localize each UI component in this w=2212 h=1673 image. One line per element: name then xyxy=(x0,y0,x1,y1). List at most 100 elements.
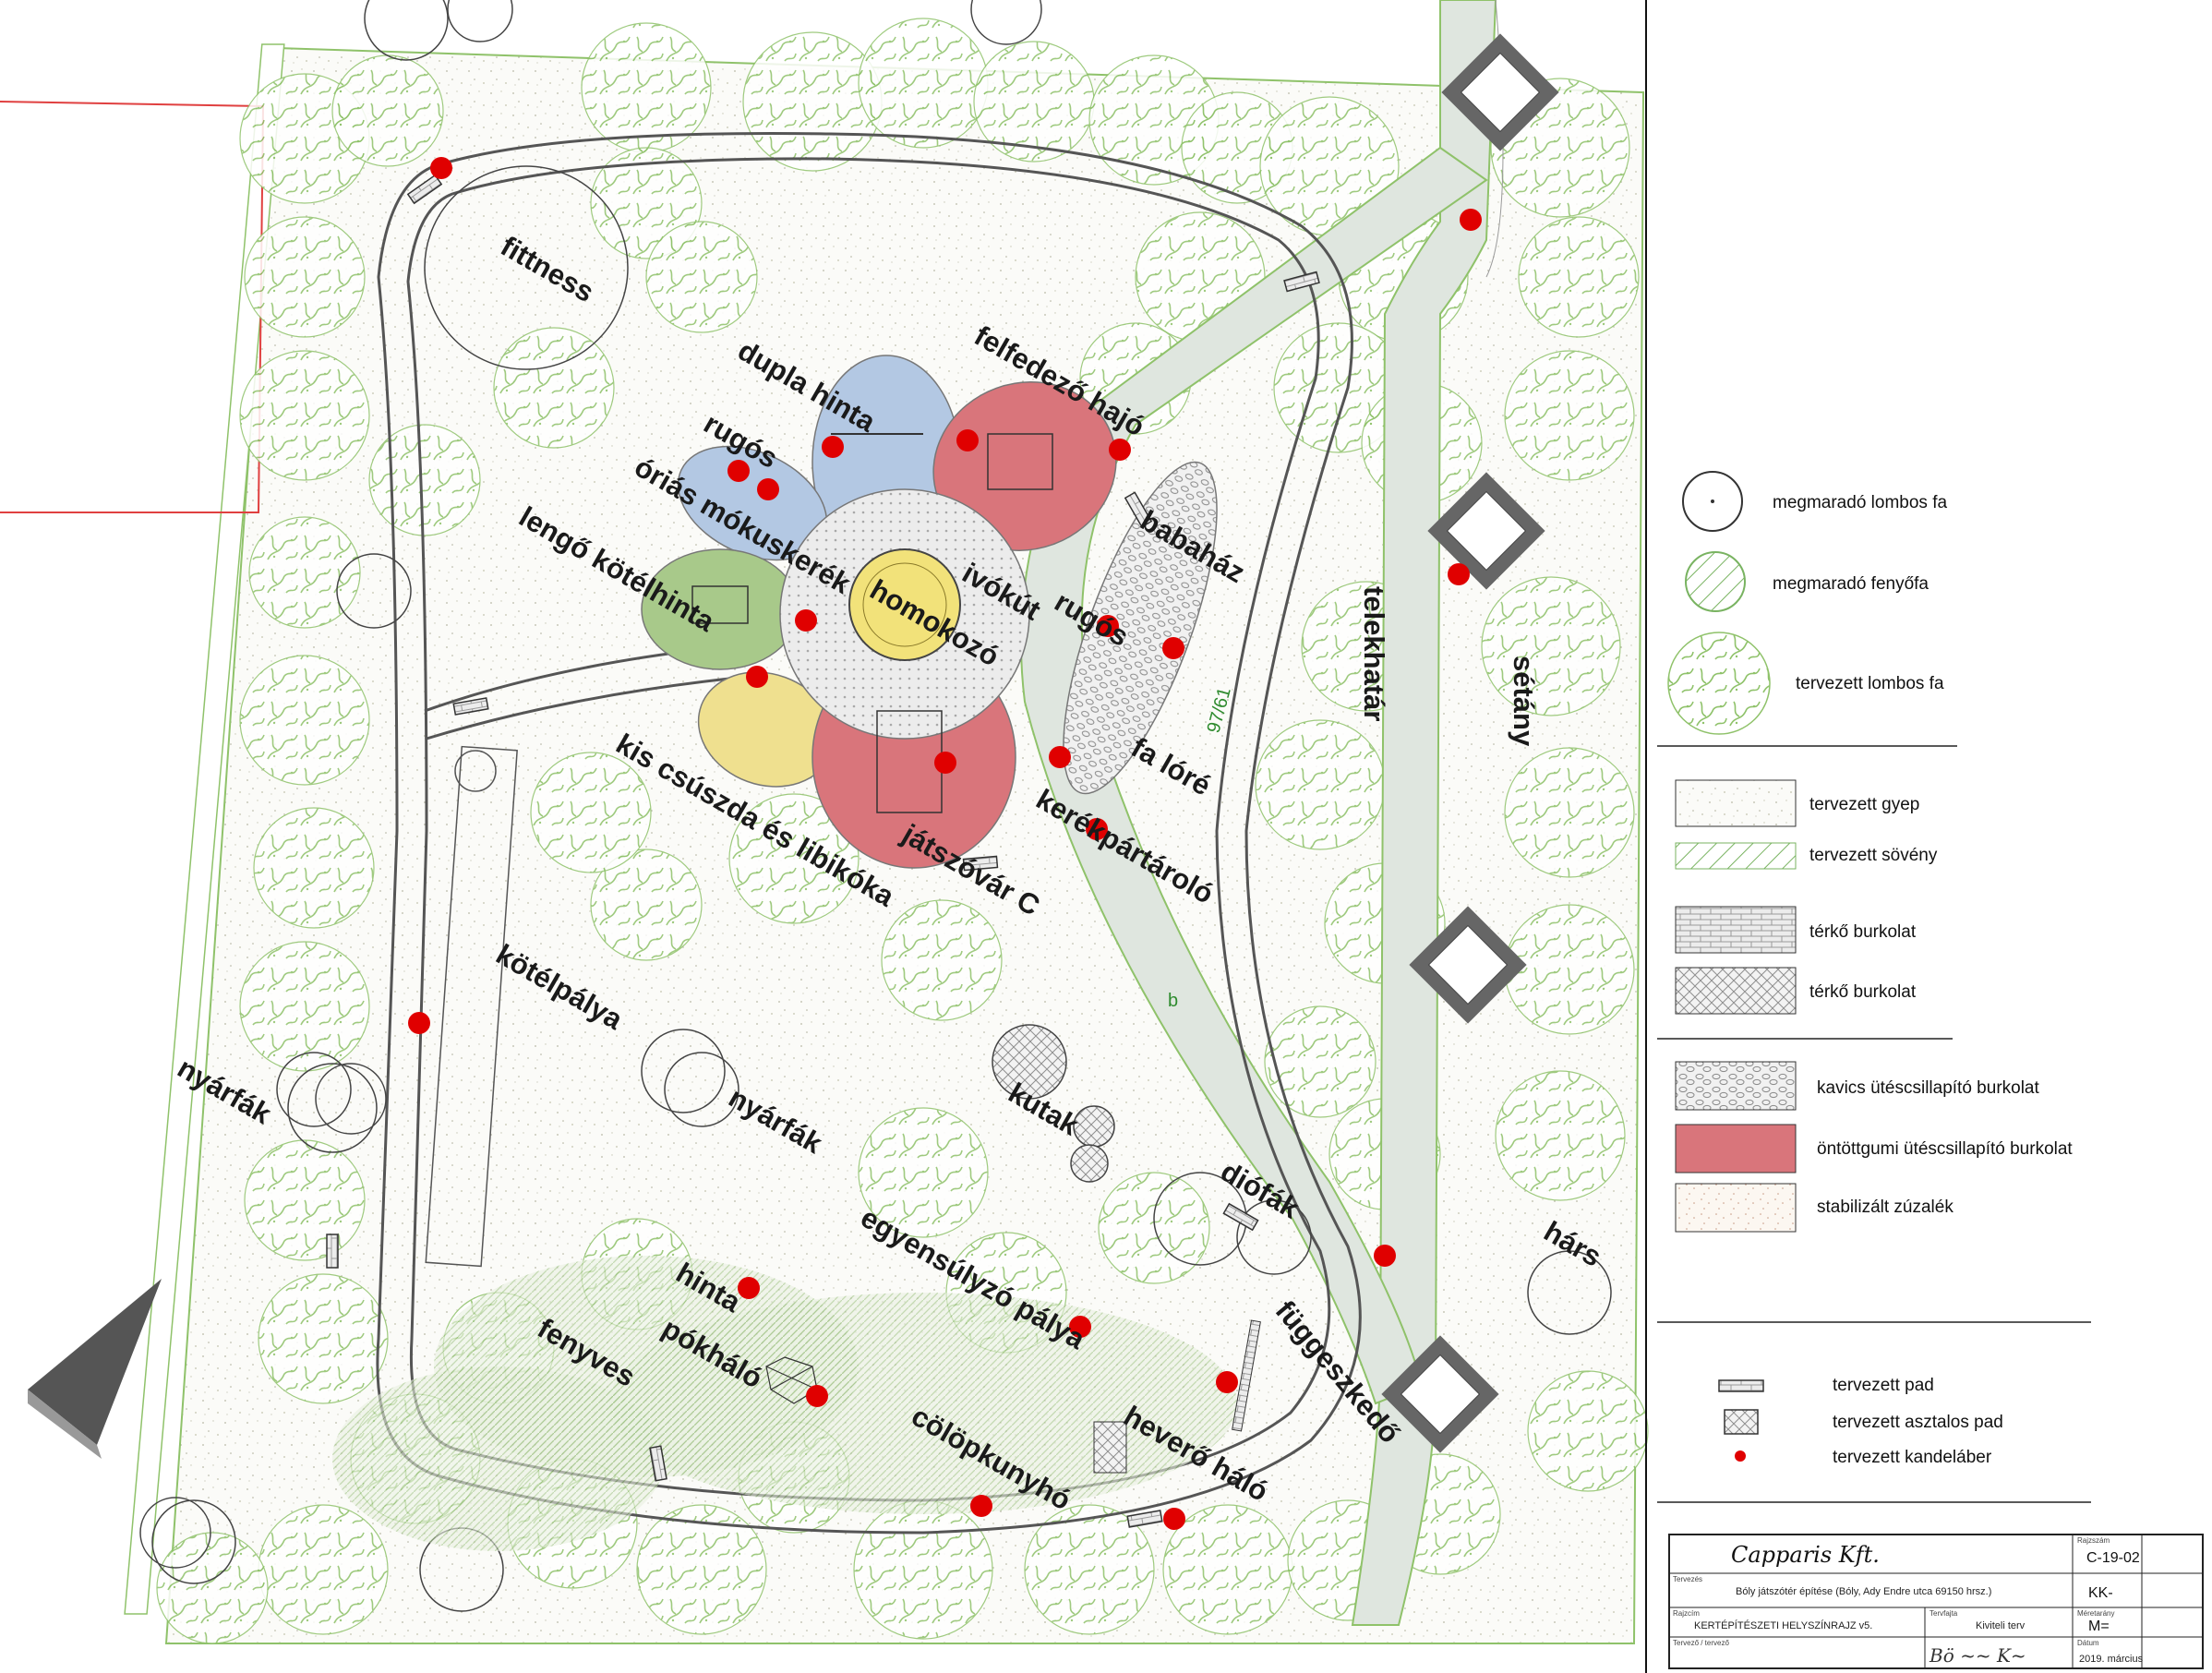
lamp-post-icon xyxy=(1216,1371,1238,1393)
legend-surface-lawn: tervezett gyep xyxy=(1675,779,1919,827)
bench-icon xyxy=(1126,1510,1163,1528)
planned-tree-icon xyxy=(1504,904,1635,1035)
planned-deciduous-tree-icon xyxy=(1667,632,1771,735)
planned-tree-icon xyxy=(368,424,481,536)
poplar-group-center xyxy=(641,1029,739,1127)
linden xyxy=(1527,1250,1612,1335)
lamp-post-icon xyxy=(408,1012,430,1034)
planned-tree-icon xyxy=(331,54,444,167)
legend-label: tervezett gyep xyxy=(1809,795,1919,814)
existing-conifer-icon xyxy=(1685,551,1746,612)
lamp-post-icon xyxy=(1109,439,1131,461)
letter-b: b xyxy=(1168,991,1178,1011)
lamp-posts xyxy=(408,157,1482,1530)
planned-tree-icon xyxy=(1264,1005,1376,1118)
existing-trees xyxy=(139,0,1612,1612)
project-name: Bóly játszótér építése (Bóly, Ady Endre … xyxy=(1736,1586,1991,1597)
planned-tree-icon xyxy=(858,18,989,149)
planned-tree-icon xyxy=(1504,350,1635,481)
lamp-post-icon xyxy=(970,1495,992,1517)
bench-icon xyxy=(1222,1202,1259,1232)
lamp-post-icon xyxy=(1069,1316,1091,1338)
field-label-datum: Dátum xyxy=(2077,1639,2099,1647)
legend-bench: tervezett pad xyxy=(1718,1376,1934,1395)
planned-tree-icon xyxy=(244,1139,366,1261)
planned-tree-icon xyxy=(853,1499,993,1640)
legend-surface-rubber: öntöttgumi ütéscsillapító burkolat xyxy=(1675,1124,2073,1174)
bench-icon xyxy=(649,1445,667,1482)
sandpit xyxy=(848,548,961,661)
lamp-post-icon xyxy=(727,460,750,482)
legend-label: kavics ütéscsillapító burkolat xyxy=(1817,1078,2039,1098)
field-label-rajzszam: Rajzszám xyxy=(2077,1536,2110,1545)
lamp-post-icon xyxy=(1735,1450,1746,1462)
lamp-post-icon xyxy=(1049,746,1071,768)
legend-label: tervezett lombos fa xyxy=(1796,674,1944,693)
play-zones xyxy=(641,355,1218,869)
label-telekhatar: telekhatár xyxy=(1358,586,1390,721)
planned-tree-icon xyxy=(645,221,758,333)
field-label-meretarany: Méretarány xyxy=(2077,1609,2114,1618)
lamp-post-icon xyxy=(806,1385,828,1407)
legend-label: tervezett sövény xyxy=(1809,846,1938,865)
lamp-post-icon xyxy=(1448,563,1470,585)
brick-paving-swatch xyxy=(1675,906,1797,954)
rubber-swatch xyxy=(1675,1124,1797,1174)
legend-label: tervezett pad xyxy=(1833,1376,1934,1395)
bench-icon xyxy=(1718,1379,1764,1392)
lamp-post-icon xyxy=(1086,818,1108,840)
hanging-bar xyxy=(1232,1319,1261,1432)
ship-equipment xyxy=(987,433,1053,490)
legend-label: megmaradó lombos fa xyxy=(1773,493,1947,512)
lawn-swatch xyxy=(1675,779,1797,827)
poplar-group-left xyxy=(276,1052,387,1153)
bench-icon xyxy=(1283,271,1320,293)
lamp-post-icon xyxy=(1374,1245,1396,1267)
legend-surface-brick: térkő burkolat xyxy=(1675,906,1917,954)
crosshatch-paving-swatch xyxy=(1675,967,1797,1015)
drawing-title: KERTÉPÍTÉSZETI HELYSZÍNRAJZ v5. xyxy=(1694,1619,1872,1631)
legend-label: térkő burkolat xyxy=(1809,982,1917,1002)
hedge-swatch xyxy=(1675,842,1797,870)
bench-icon xyxy=(1124,491,1153,528)
planned-tree-icon xyxy=(1504,747,1635,878)
existing-deciduous-tree-icon xyxy=(1682,471,1743,532)
field-label-tervezo: Tervező / tervező xyxy=(1673,1639,1729,1647)
legend-existing-conifer: megmaradó fenyőfa xyxy=(1685,551,1929,612)
lower-play-area xyxy=(332,1256,1261,1551)
legend-surface-crosshatch: térkő burkolat xyxy=(1675,967,1917,1015)
legend-surface-hedge: tervezett sövény xyxy=(1675,842,1938,870)
date-value: 2019. március xyxy=(2079,1654,2144,1665)
lamp-post-icon xyxy=(1162,637,1184,659)
benches xyxy=(326,174,1320,1528)
planned-tree-icon xyxy=(239,941,370,1072)
sheet-code: KK- xyxy=(2088,1585,2113,1601)
title-block-frame xyxy=(1668,1534,2204,1669)
sandpit-inner xyxy=(862,562,947,647)
swing-frame xyxy=(691,585,749,624)
planned-tree-icon xyxy=(1495,1070,1626,1201)
lamp-post-icon xyxy=(1097,615,1119,637)
planned-tree-icon xyxy=(253,807,375,929)
planned-tree-icon xyxy=(239,350,370,481)
planned-tree-icon xyxy=(239,655,370,786)
lamp-post-icon xyxy=(956,429,979,451)
field-label-rajz-cim: Rajzcím xyxy=(1673,1609,1700,1618)
lamp-post-icon xyxy=(738,1277,760,1299)
planned-tree-icon xyxy=(1024,1504,1155,1635)
lamp-post-icon xyxy=(1163,1508,1185,1530)
legend-surface-crushed: stabilizált zúzalék xyxy=(1675,1183,1954,1233)
planned-tree-icon xyxy=(258,1504,389,1635)
planned-tree-icon xyxy=(728,793,860,924)
planned-tree-icon xyxy=(858,1107,989,1238)
drawing-code: C-19-02 xyxy=(2086,1550,2140,1566)
planned-tree-icon xyxy=(1255,719,1386,850)
lamp-post-icon xyxy=(934,752,956,774)
field-label-megrendelo: Tervezés xyxy=(1673,1575,1702,1583)
plan-type: Kiviteli terv xyxy=(1976,1620,2026,1631)
planned-tree-icon xyxy=(244,216,366,338)
net-frame xyxy=(1093,1421,1127,1474)
wells xyxy=(992,1024,1115,1183)
legend-label: stabilizált zúzalék xyxy=(1817,1198,1954,1217)
